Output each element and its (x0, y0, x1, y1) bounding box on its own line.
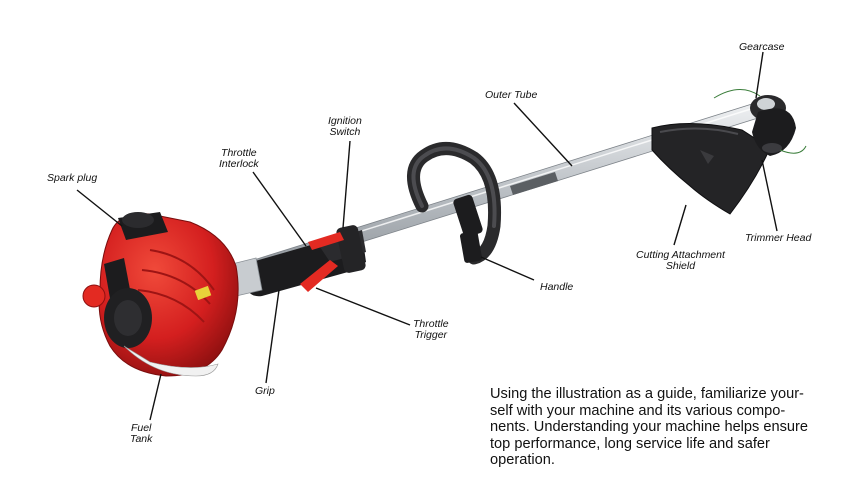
leader-gearcase (755, 51, 764, 99)
label-throttle-trigger-line2: Trigger (414, 329, 448, 341)
leader-throttle-interlock (252, 171, 307, 247)
label-throttle-interlock: Throttle Interlock (219, 148, 259, 170)
leader-lines (76, 51, 778, 421)
label-outer-tube-text: Outer Tube (485, 89, 538, 101)
label-cutting-attachment-shield-line2: Shield (665, 260, 696, 272)
leader-grip (265, 289, 280, 384)
description-line: operation. (490, 452, 555, 468)
label-gearcase: Gearcase (739, 42, 785, 53)
description-line: self with your machine and its various c… (490, 402, 786, 419)
label-cutting-attachment-shield-line1: Cutting Attachment (636, 249, 725, 261)
description-line: nents. Understanding your machine helps … (490, 419, 809, 435)
label-spark-plug-text: Spark plug (47, 172, 98, 184)
leader-ignition-switch (342, 140, 351, 229)
trimmer-head (713, 89, 807, 156)
label-ignition-switch-line1: Ignition (328, 115, 362, 127)
label-ignition-switch-line2: Switch (329, 126, 361, 138)
leader-handle (480, 256, 535, 281)
label-trimmer-head-text: Trimmer Head (745, 232, 812, 244)
label-grip-text: Grip (255, 385, 275, 397)
leader-cutting-attachment-shield (673, 204, 687, 246)
label-fuel-tank-line2: Tank (130, 433, 153, 445)
description-line: Using the illustration as a guide, famil… (490, 386, 804, 402)
label-gearcase-text: Gearcase (739, 41, 785, 53)
label-cutting-attachment-shield: Cutting Attachment Shield (636, 250, 725, 272)
engine (82, 212, 239, 377)
label-throttle-trigger: Throttle Trigger (413, 319, 449, 341)
leader-outer-tube (513, 102, 573, 167)
label-spark-plug: Spark plug (47, 173, 97, 184)
loop-handle (407, 142, 502, 265)
throttle-housing (231, 225, 366, 297)
label-fuel-tank-line1: Fuel (130, 422, 152, 434)
label-fuel-tank: Fuel Tank (130, 423, 152, 445)
leader-spark-plug (76, 189, 123, 227)
label-throttle-trigger-line1: Throttle (413, 318, 449, 330)
tube-decal (510, 172, 558, 195)
cutting-attachment-shield (651, 123, 771, 215)
label-outer-tube: Outer Tube (485, 90, 537, 101)
leader-fuel-tank (149, 373, 162, 421)
label-handle-text: Handle (540, 281, 574, 293)
label-trimmer-head: Trimmer Head (745, 233, 811, 244)
label-throttle-interlock-line2: Interlock (219, 158, 259, 170)
leader-trimmer-head (761, 159, 778, 232)
description-line: top performance, long service life and s… (490, 435, 770, 452)
description-paragraph: Using the illustration as a guide, famil… (490, 386, 842, 469)
leader-throttle-trigger (315, 287, 411, 326)
label-handle: Handle (540, 282, 573, 293)
label-ignition-switch: Ignition Switch (328, 116, 362, 138)
label-throttle-interlock-line1: Throttle (221, 147, 257, 159)
label-grip: Grip (255, 386, 275, 397)
